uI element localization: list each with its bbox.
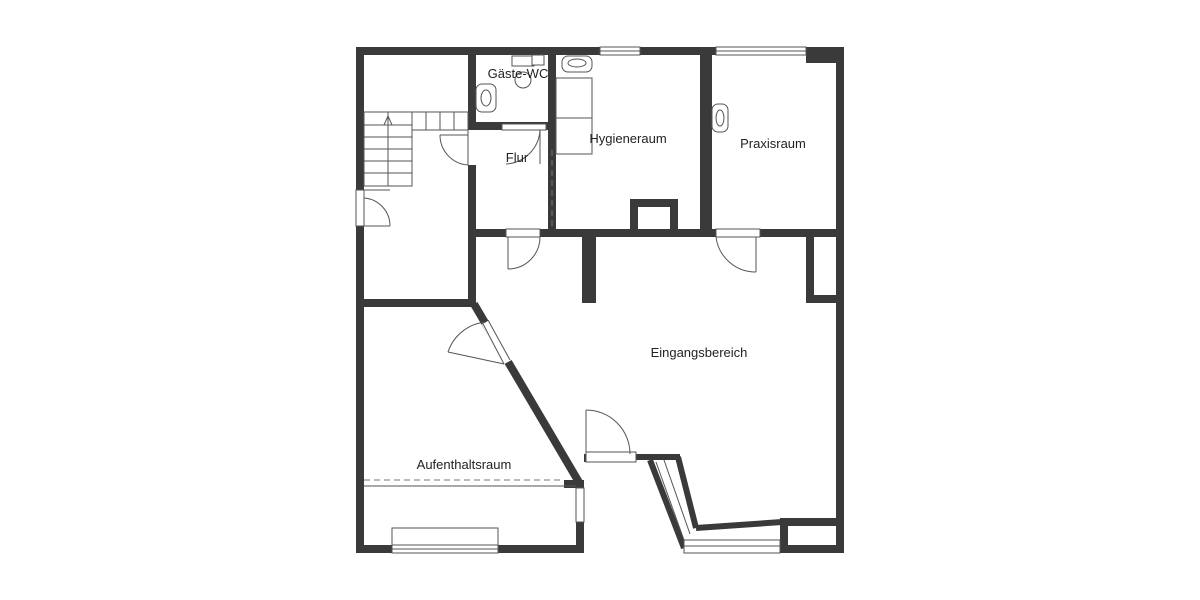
label-flur: Flur — [506, 150, 529, 165]
label-aufenthaltsraum: Aufenthaltsraum — [417, 457, 512, 472]
staircase — [363, 111, 469, 187]
sanitary-fixtures — [475, 54, 729, 155]
room-labels: Gäste-WC Hygieneraum Praxisraum Flur Ein… — [417, 66, 806, 472]
bay-window — [647, 456, 783, 550]
door-stair-left — [363, 189, 391, 227]
door-stair-flur — [439, 130, 469, 166]
door-flur-entrance — [505, 228, 541, 270]
door-aufenthalt — [447, 319, 513, 365]
door-guest-wc — [501, 123, 547, 165]
label-praxisraum: Praxisraum — [740, 136, 806, 151]
windows — [355, 46, 807, 554]
door-entrance — [585, 409, 637, 463]
room-divider — [364, 479, 576, 487]
label-gaeste-wc: Gäste-WC — [488, 66, 549, 81]
label-hygieneraum: Hygieneraum — [589, 131, 666, 146]
doors — [363, 123, 761, 463]
label-eingangsbereich: Eingangsbereich — [651, 345, 748, 360]
door-praxis — [715, 228, 761, 273]
